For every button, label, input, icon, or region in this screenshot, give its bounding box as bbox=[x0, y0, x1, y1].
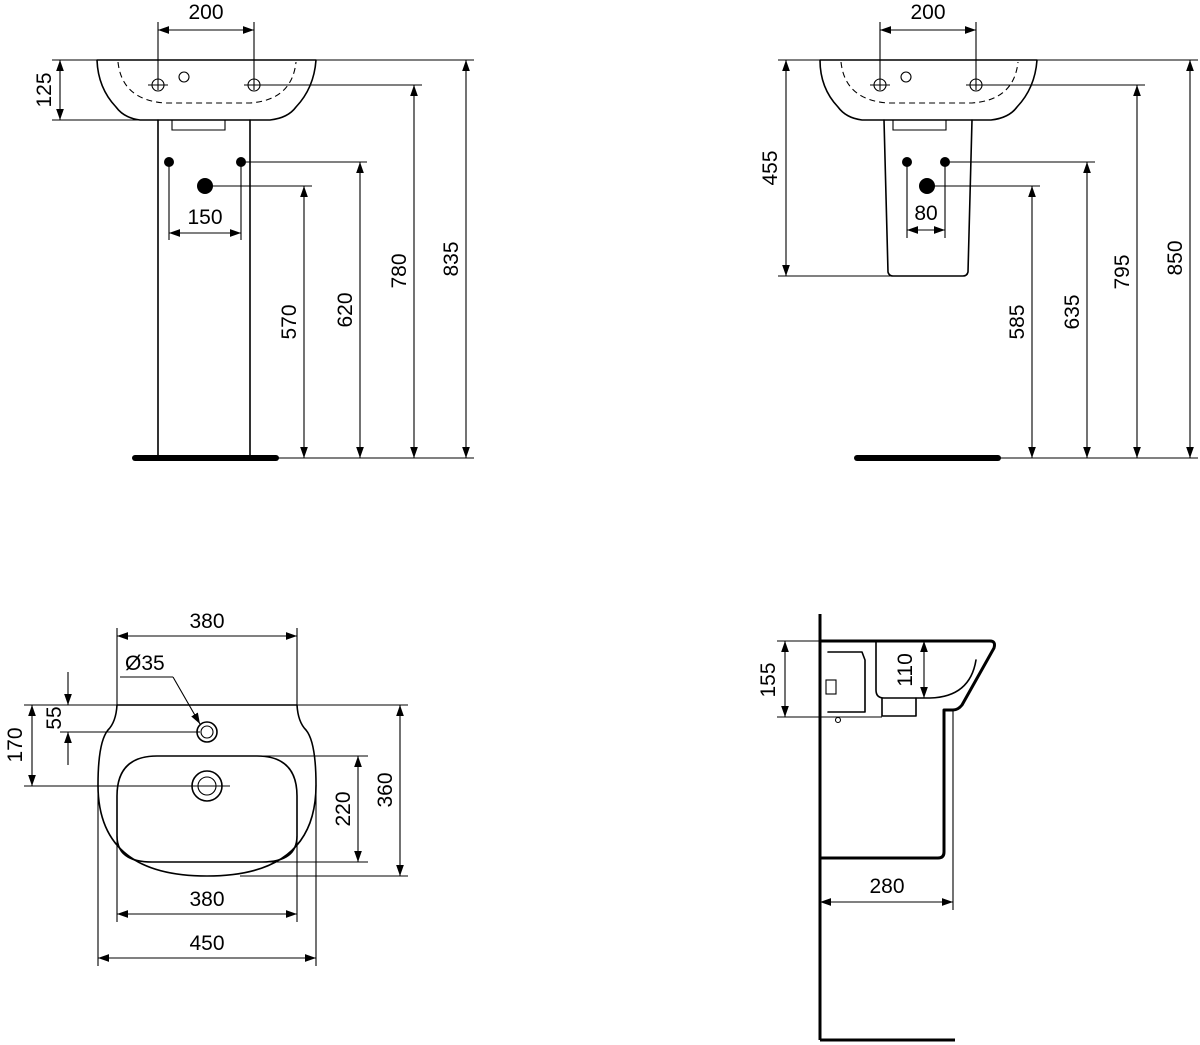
semi-pedestal-outline bbox=[883, 119, 973, 277]
basin-bowl-hidden-2 bbox=[840, 61, 1019, 104]
basin-outline bbox=[96, 59, 317, 121]
pedestal-front-view: 200 125 150 570 620 780 835 bbox=[33, 1, 474, 461]
basin-side-view: 155 110 280 bbox=[757, 614, 996, 1042]
dim-55-text: 55 bbox=[43, 706, 66, 729]
bowl-plan-outline bbox=[116, 755, 298, 863]
dim-200-text: 200 bbox=[188, 1, 223, 24]
dim-110-text: 110 bbox=[894, 653, 917, 686]
bracket-side bbox=[827, 651, 866, 713]
dim-570-text: 570 bbox=[278, 304, 301, 339]
dim-80-text: 80 bbox=[914, 202, 937, 225]
dim-380-bottom-text: 380 bbox=[189, 888, 224, 911]
pedestal-outline bbox=[157, 119, 251, 456]
dim-150-text: 150 bbox=[187, 206, 222, 229]
dim-155-text: 155 bbox=[757, 662, 780, 697]
dim-125-text: 125 bbox=[33, 72, 56, 107]
dim-220-text: 220 bbox=[332, 791, 355, 826]
dim-280-text: 280 bbox=[869, 875, 904, 898]
basin-side-profile bbox=[820, 639, 996, 860]
bowl-side-hidden bbox=[875, 640, 977, 699]
trap-side bbox=[881, 697, 917, 717]
dim-635-text: 635 bbox=[1061, 294, 1084, 329]
dim-780-text: 780 bbox=[388, 253, 411, 288]
dim-380-top-text: 380 bbox=[189, 610, 224, 633]
dim-200-b-text: 200 bbox=[910, 1, 945, 24]
dim-835-text: 835 bbox=[440, 241, 463, 276]
overflow-hole bbox=[178, 71, 190, 83]
dim-620-text: 620 bbox=[334, 292, 357, 327]
overflow-hole-2 bbox=[900, 71, 912, 83]
dim-850-text: 850 bbox=[1164, 240, 1187, 275]
dim-455-text: 455 bbox=[759, 150, 782, 185]
dim-dia35-text: Ø35 bbox=[125, 652, 165, 675]
basin-bowl-hidden bbox=[117, 61, 297, 104]
dim-585-text: 585 bbox=[1006, 304, 1029, 339]
dim-795-text: 795 bbox=[1111, 254, 1134, 289]
semi-pedestal-front-view: 200 455 80 585 635 795 850 bbox=[759, 1, 1198, 461]
dim-170-text: 170 bbox=[4, 727, 27, 762]
basin-plan-outline bbox=[97, 704, 317, 877]
basin-plan-view: 380 Ø35 55 170 220 360 380 bbox=[4, 610, 408, 966]
trap-outline bbox=[171, 120, 226, 131]
dim-450-text: 450 bbox=[189, 932, 224, 955]
fixing-detail bbox=[825, 679, 837, 695]
basin-outline-2 bbox=[819, 59, 1038, 121]
dim-360-text: 360 bbox=[374, 772, 397, 807]
trap-outline-2 bbox=[892, 120, 947, 131]
